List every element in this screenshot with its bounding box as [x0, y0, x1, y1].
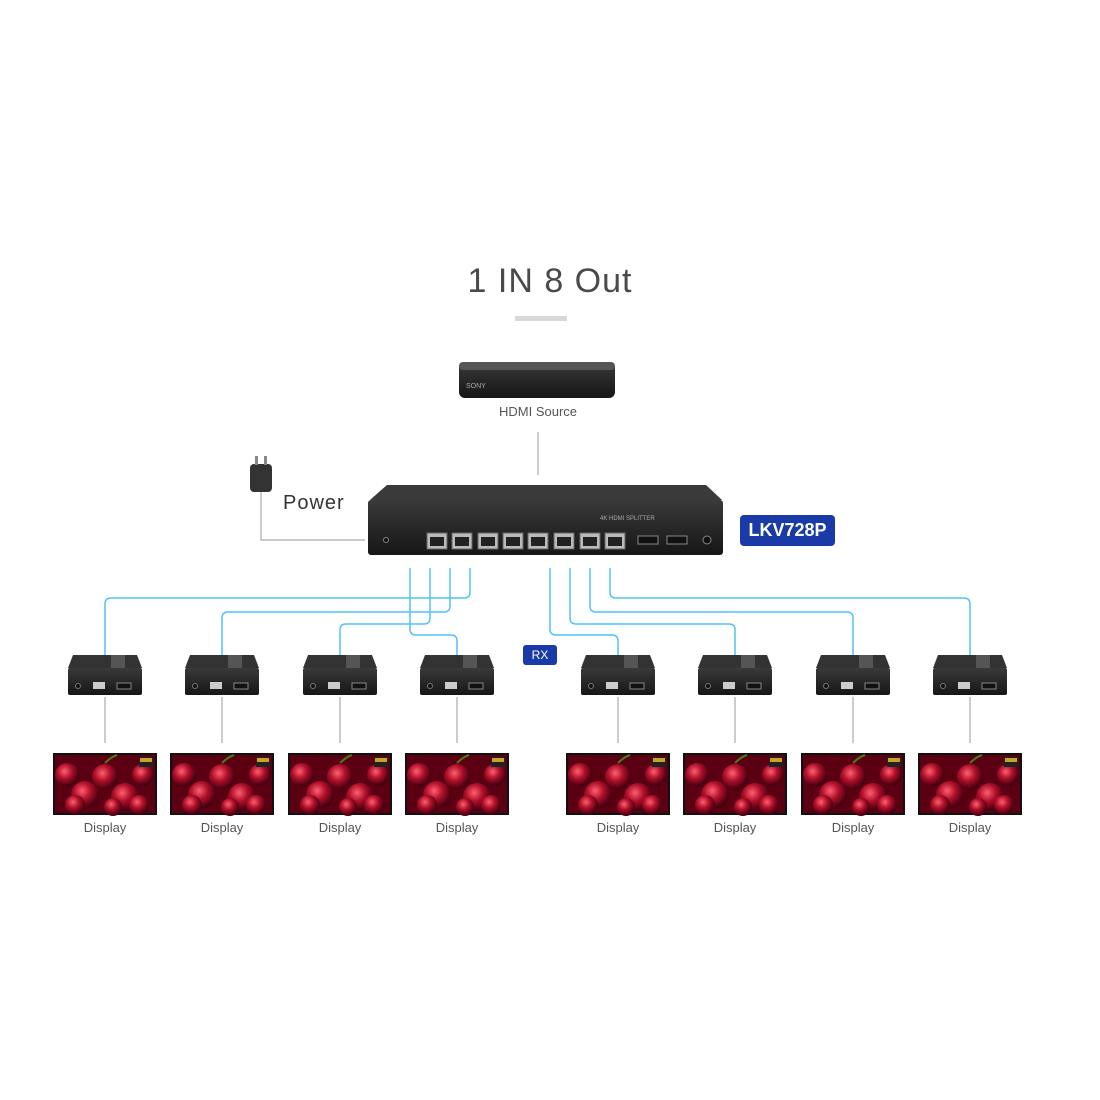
receiver-1	[68, 655, 142, 695]
display-label-3: Display	[318, 820, 362, 835]
cable-2	[221, 568, 451, 655]
rj45-port-4	[502, 532, 524, 550]
receiver-group	[68, 655, 1007, 695]
display-7	[801, 753, 905, 816]
cable-5	[549, 568, 619, 655]
splitter-device: 4K HDMI SPLITTER	[368, 485, 723, 555]
display-label-1: Display	[83, 820, 127, 835]
receiver-2	[185, 655, 259, 695]
receiver-5	[581, 655, 655, 695]
display-5	[566, 753, 670, 816]
display-8	[918, 753, 1022, 816]
display-4	[405, 753, 509, 816]
cable-3	[339, 568, 431, 655]
cable-6	[569, 568, 736, 655]
rj45-port-2	[451, 532, 473, 550]
model-badge: LKV728P	[740, 515, 835, 546]
display-1	[53, 753, 157, 816]
rj45-port-8	[604, 532, 626, 550]
receiver-8	[933, 655, 1007, 695]
display-label-5: Display	[596, 820, 640, 835]
receiver-7	[816, 655, 890, 695]
hdmi-source-device: SONY	[459, 362, 615, 398]
display-label-2: Display	[200, 820, 244, 835]
rj45-port-5	[527, 532, 549, 550]
display-6	[683, 753, 787, 816]
rj45-port-7	[579, 532, 601, 550]
rj45-port-1	[426, 532, 448, 550]
display-group	[53, 753, 1022, 816]
cable-group	[104, 568, 971, 743]
splitter-top-label: 4K HDMI SPLITTER	[600, 516, 655, 522]
receiver-3	[303, 655, 377, 695]
display-label-4: Display	[435, 820, 479, 835]
display-label-8: Display	[948, 820, 992, 835]
display-3	[288, 753, 392, 816]
rx-badge: RX	[523, 645, 557, 665]
cable-4	[409, 568, 458, 655]
display-label-6: Display	[713, 820, 757, 835]
rj45-port-3	[477, 532, 499, 550]
cable-1	[104, 568, 471, 655]
display-label-7: Display	[831, 820, 875, 835]
cable-8	[609, 568, 971, 655]
rj45-port-6	[553, 532, 575, 550]
cable-7	[589, 568, 854, 655]
source-brand: SONY	[466, 383, 486, 390]
power-adapter-icon	[250, 456, 365, 541]
receiver-4	[420, 655, 494, 695]
power-label: Power	[283, 492, 345, 514]
rj45-port-group	[426, 532, 626, 550]
receiver-6	[698, 655, 772, 695]
hdmi-source-label: HDMI Source	[498, 404, 578, 419]
title-underline	[515, 316, 567, 321]
display-2	[170, 753, 274, 816]
page-title: 1 IN 8 Out	[467, 262, 633, 300]
